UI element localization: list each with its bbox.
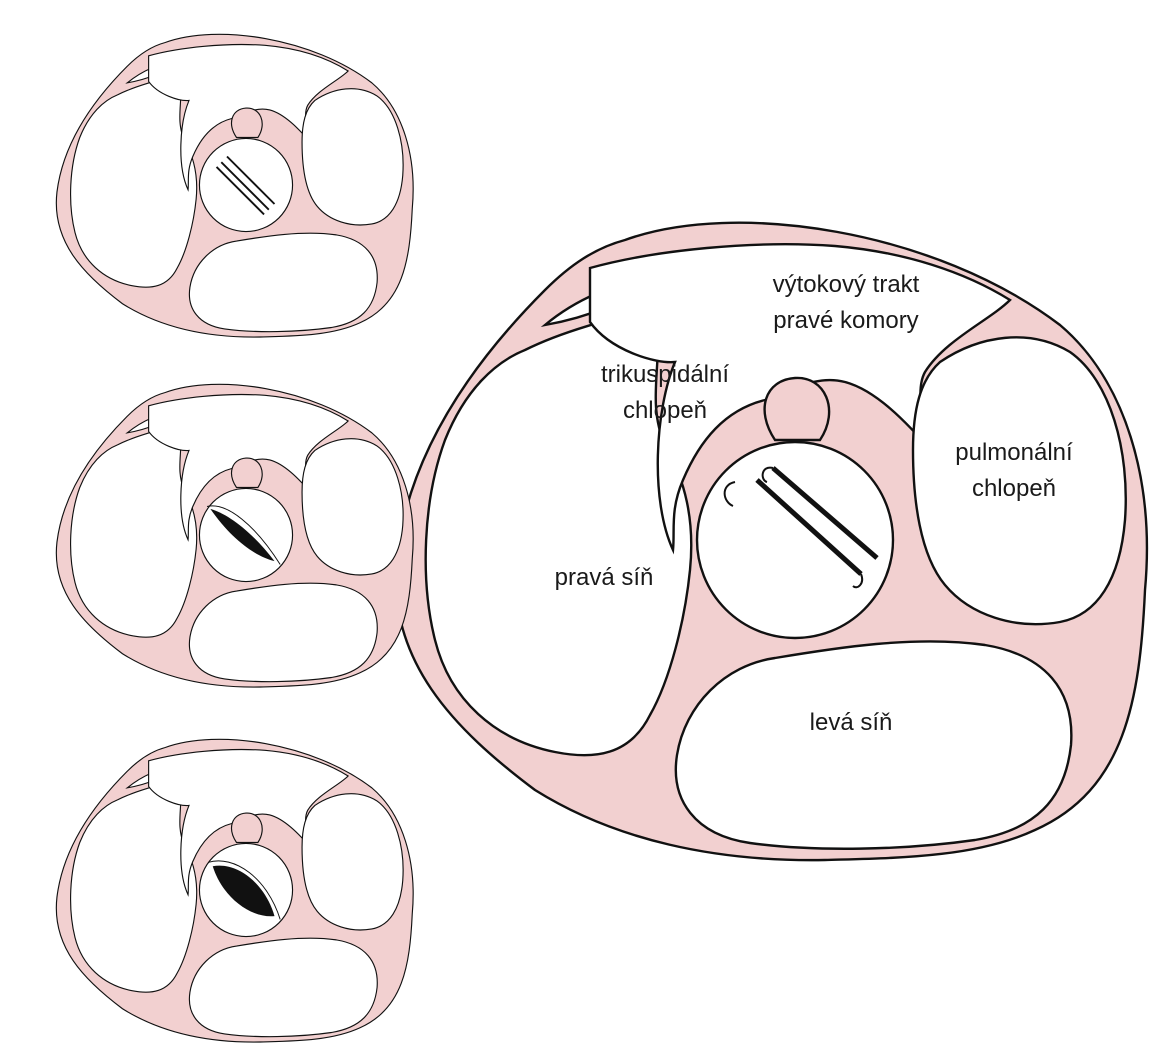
small-heart-closed: [55, 33, 414, 338]
large-heart-section: [394, 221, 1149, 862]
pulmonary-valve-label-line2: chlopeň: [972, 475, 1056, 502]
aortic-valve-closed-large: [723, 466, 879, 589]
right-atrium-label: pravá síň: [555, 564, 654, 591]
small-heart-partially-open: [55, 383, 414, 688]
tricuspid-valve-label-line2: chlopeň: [623, 397, 707, 424]
outflow-tract-label-line1: výtokový trakt: [773, 271, 920, 298]
small-heart-open: [55, 738, 414, 1043]
outflow-tract-label-line2: pravé komory: [773, 307, 918, 334]
left-atrium-label: levá síň: [810, 709, 893, 736]
pulmonary-valve-label-line1: pulmonální: [955, 439, 1073, 466]
tricuspid-valve-label-line1: trikuspidální: [601, 361, 729, 388]
